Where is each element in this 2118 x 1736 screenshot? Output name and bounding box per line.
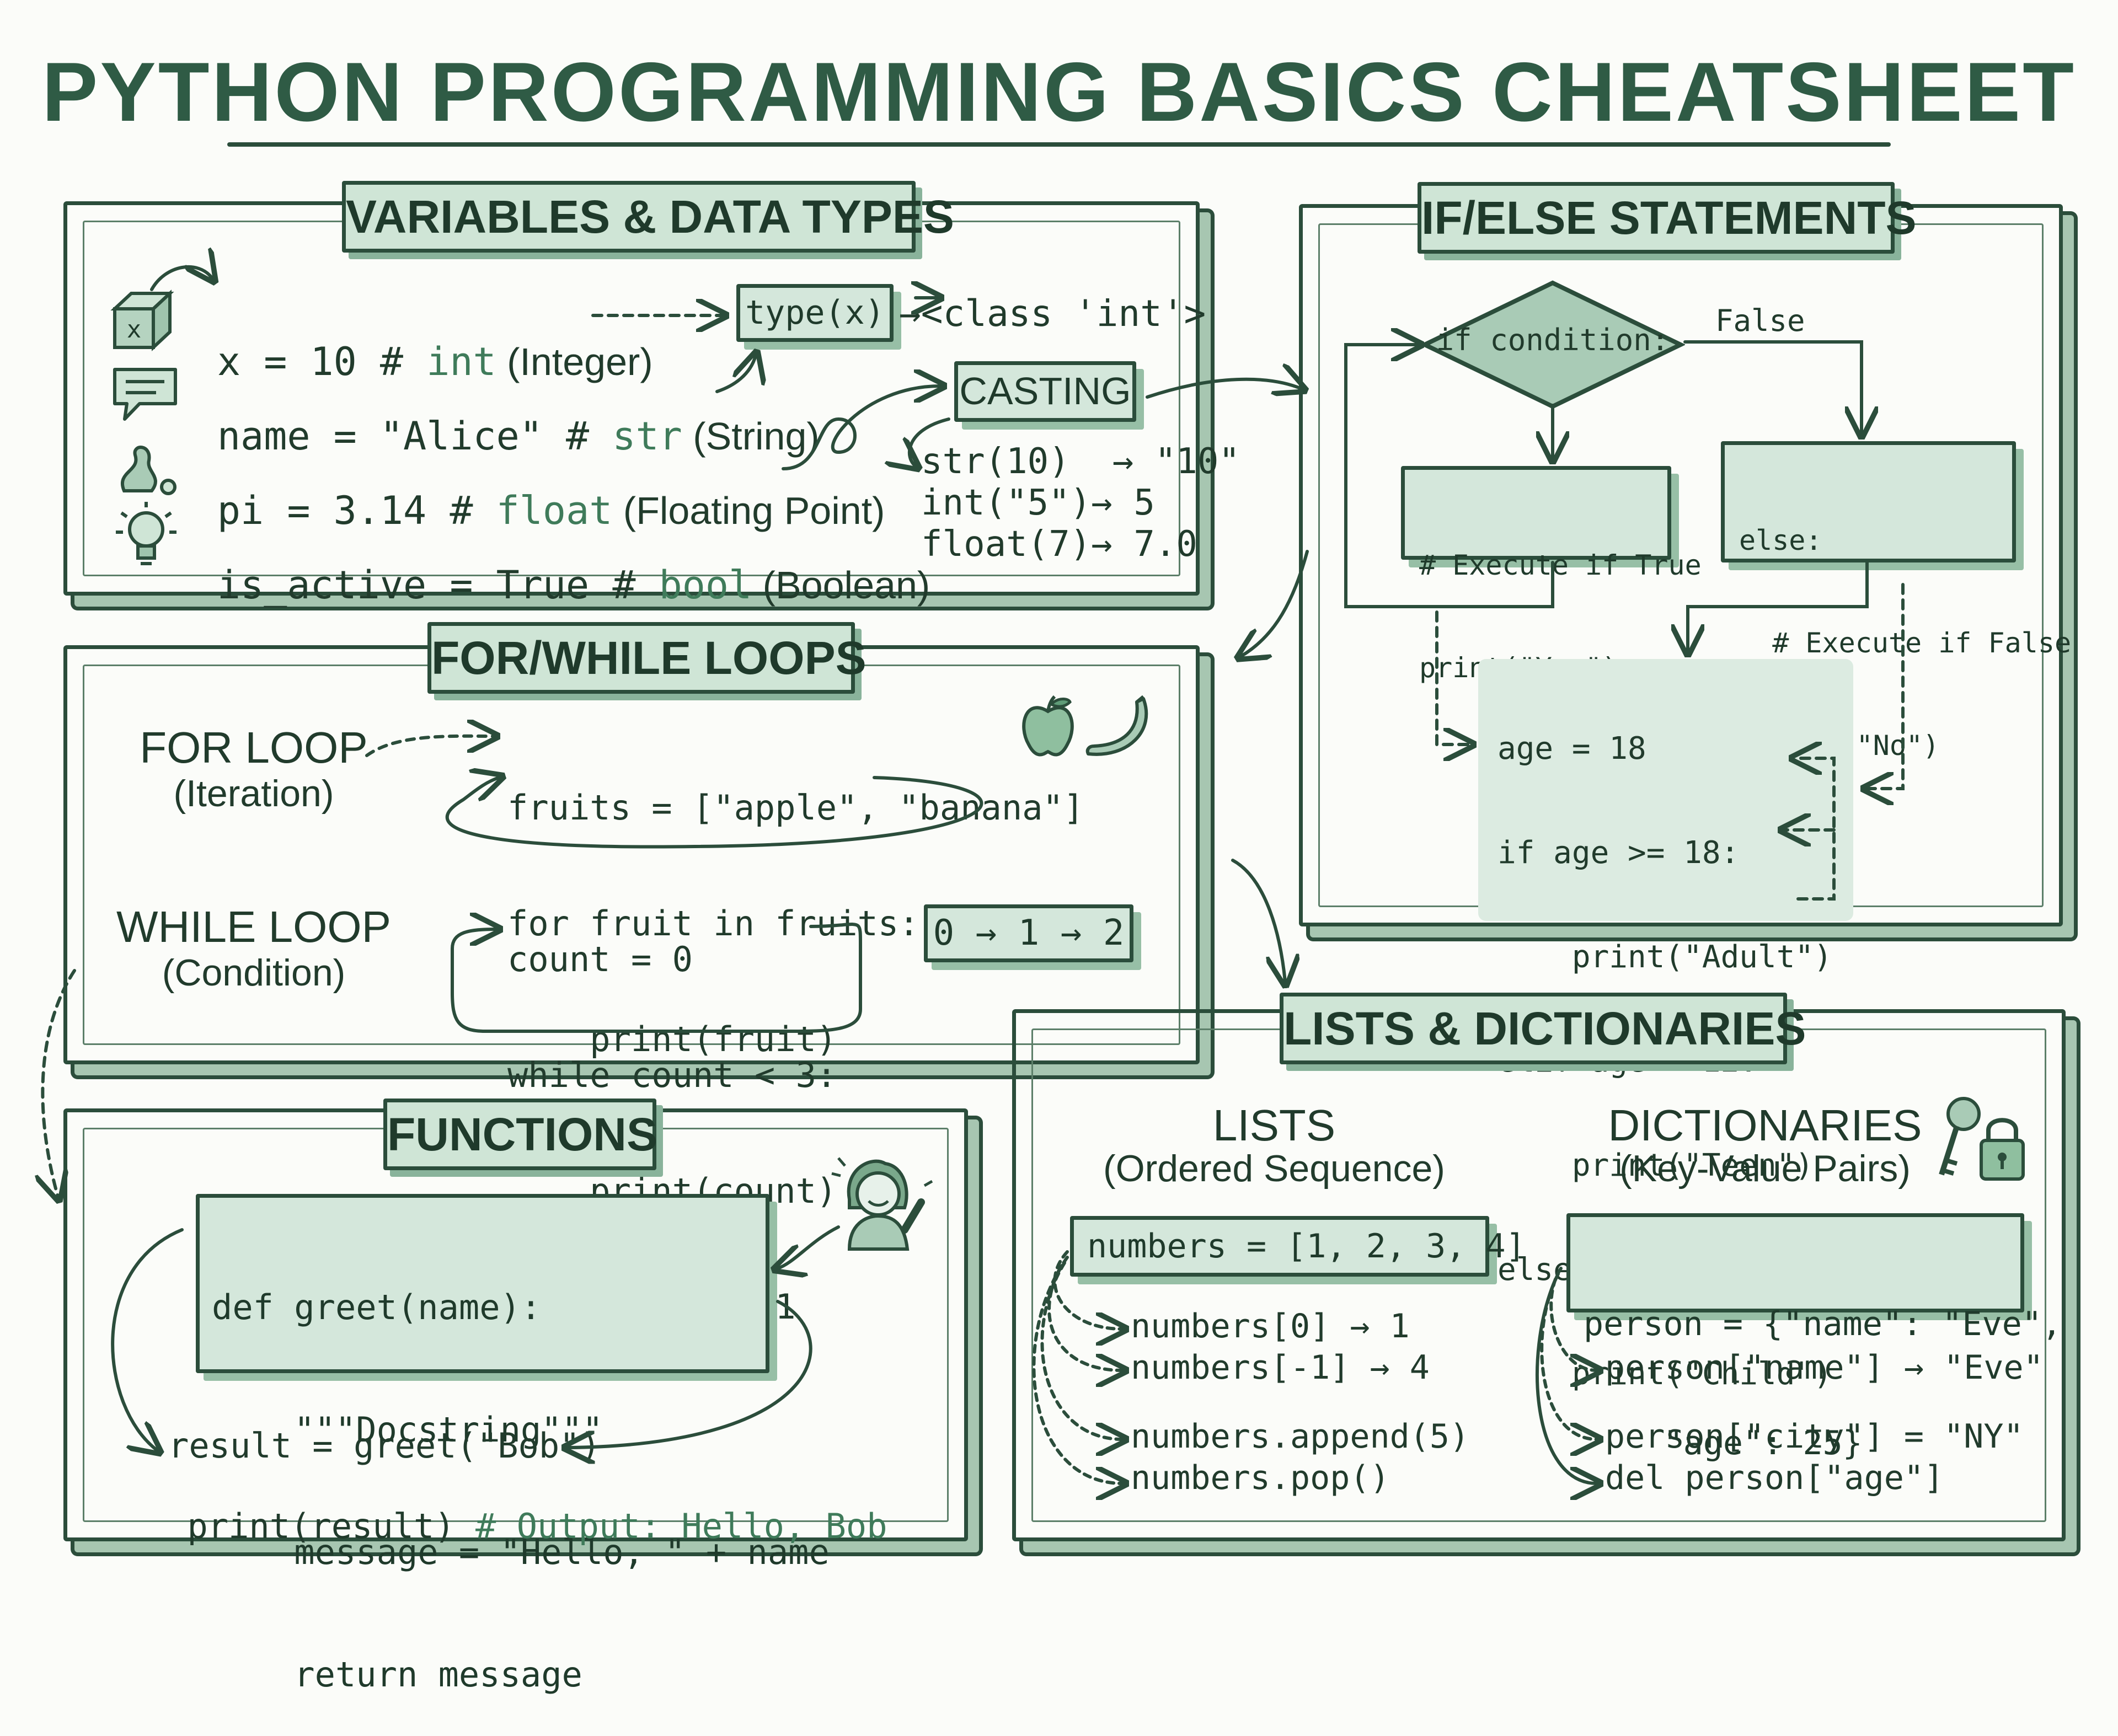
box-icon: x <box>110 290 174 351</box>
title-underline <box>227 142 1891 147</box>
list-op-2: numbers[-1] → 4 <box>1131 1348 1430 1387</box>
variable-row-str: name = "Alice" # str (String) <box>217 414 820 459</box>
list-op-3: numbers.append(5) <box>1131 1417 1470 1456</box>
type-call-box: type(x) <box>736 284 894 342</box>
return-arrow <box>568 1300 812 1448</box>
child-to-adult-arrow <box>1795 758 1836 901</box>
list-op-1: numbers[0] → 1 <box>1131 1307 1410 1346</box>
for-loop-subtitle: (Iteration) <box>173 773 334 815</box>
type-keyword: float <box>496 488 613 533</box>
while-loop-title: WHILE LOOP <box>116 902 391 951</box>
function-call-line: result = greet("Bob") <box>168 1426 601 1466</box>
lists-title: LISTS <box>1212 1101 1336 1150</box>
type-description: (Integer) <box>496 340 653 383</box>
while-output-box: 0 → 1 → 2 <box>924 904 1133 962</box>
casting-label: CASTING <box>954 361 1136 422</box>
loops-to-lists-arrow <box>1231 859 1285 982</box>
dict-title: DICTIONARIES <box>1608 1101 1922 1150</box>
speech-bubble-icon <box>113 368 177 421</box>
list-definition-box: numbers = [1, 2, 3, 4] <box>1070 1216 1526 1277</box>
functions-heading: FUNCTIONS <box>383 1099 657 1170</box>
type-keyword: str <box>612 414 682 459</box>
dict-op-3: del person["age"] <box>1605 1459 1944 1497</box>
loops-to-functions-arrow <box>42 969 76 1197</box>
type-keyword: int <box>426 339 496 384</box>
ifelse-example-code-area <box>1478 659 1853 921</box>
person-to-def-arrow <box>778 1225 840 1268</box>
type-description: (Floating Point) <box>612 489 885 532</box>
decimal-point-icon <box>121 446 176 495</box>
float-to-casting-arrow <box>782 386 940 470</box>
banana-icon <box>1085 695 1148 756</box>
str-to-type-arrow <box>715 356 756 393</box>
lightbulb-icon <box>116 502 176 565</box>
function-print-line: print(result) # Output: Hello, Bob <box>187 1506 887 1546</box>
true-to-example-arrow <box>1435 610 1470 744</box>
loop-back-arrow <box>1344 345 1554 608</box>
condition-label: if condition: <box>1436 323 1670 357</box>
ifelse-heading: IF/ELSE STATEMENTS <box>1418 182 1917 254</box>
type-description: (Boolean) <box>752 564 930 607</box>
variable-row-bool: is_active = True # bool (Boolean) <box>217 562 930 608</box>
type-keyword: bool <box>659 562 752 608</box>
list-op-4: numbers.pop() <box>1131 1459 1390 1497</box>
loops-heading: FOR/WHILE LOOPS <box>427 622 867 694</box>
variable-row-int: x = 10 # int (Integer) <box>217 339 653 384</box>
dict-definition-box: person = {"name": "Eve", "age": 25} <box>1566 1213 2062 1462</box>
type-description: (String) <box>682 415 820 458</box>
else-merge-arrow <box>1688 561 1869 651</box>
list-op-4-arrow <box>1032 1264 1122 1483</box>
while-loop-subtitle: (Condition) <box>162 952 346 994</box>
key-lock-icon <box>1939 1097 2025 1181</box>
apple-icon <box>1022 695 1074 757</box>
false-branch-arrow <box>1683 340 1862 433</box>
dict-op-1: person["name"] → "Eve" <box>1605 1348 2044 1387</box>
list-op-1-arrow <box>1053 1250 1122 1329</box>
for-title-arrow <box>365 736 494 757</box>
output-comment: # Output: Hello, Bob <box>475 1506 887 1546</box>
dict-subtitle: (Key-Value Pairs) <box>1619 1148 1911 1190</box>
dict-op-1-arrow <box>1549 1267 1597 1370</box>
variables-to-ifelse-arrow <box>1146 379 1302 399</box>
ifelse-to-loops-arrow <box>1241 550 1309 656</box>
while-loop-cycle-arrow <box>451 924 862 1033</box>
false-label: False <box>1715 303 1805 338</box>
lists-subtitle: (Ordered Sequence) <box>1103 1148 1445 1190</box>
variables-heading: VARIABLES & DATA TYPES <box>342 181 954 253</box>
waving-person-icon <box>831 1157 933 1251</box>
def-to-call-arrow <box>111 1228 184 1450</box>
dict-op-3-arrow <box>1536 1278 1597 1483</box>
variable-row-float: pi = 3.14 # float (Floating Point) <box>217 488 885 533</box>
connector-overlay <box>0 0 1905 1581</box>
casting-example-3: float(7)→ 7.0 <box>921 524 1197 565</box>
for-loop-title: FOR LOOP <box>140 723 368 772</box>
false-to-example-arrow <box>1867 583 1905 789</box>
casting-example-2: int("5")→ 5 <box>921 483 1155 523</box>
for-loop-code: fruits = ["apple", "banana"] for fruit i… <box>507 787 1084 1059</box>
for-loop-cycle-arrow <box>445 778 983 849</box>
dict-op-2: person["city"] = "NY" <box>1605 1417 2024 1456</box>
function-def-box: def greet(name): """Docstring""" message… <box>196 1194 830 1695</box>
casting-examples-arrow <box>910 417 950 466</box>
page-title: PYTHON PROGRAMMING BASICS CHEATSHEET <box>41 45 2077 139</box>
box-curl-arrow <box>150 267 212 291</box>
list-op-3-arrow <box>1040 1261 1122 1439</box>
list-op-2-arrow <box>1047 1256 1122 1370</box>
casting-example-1: str(10) → "10" <box>921 441 1240 482</box>
lists-dicts-heading: LISTS & DICTIONARIES <box>1280 993 1806 1064</box>
box-icon-letter: x <box>127 315 142 344</box>
